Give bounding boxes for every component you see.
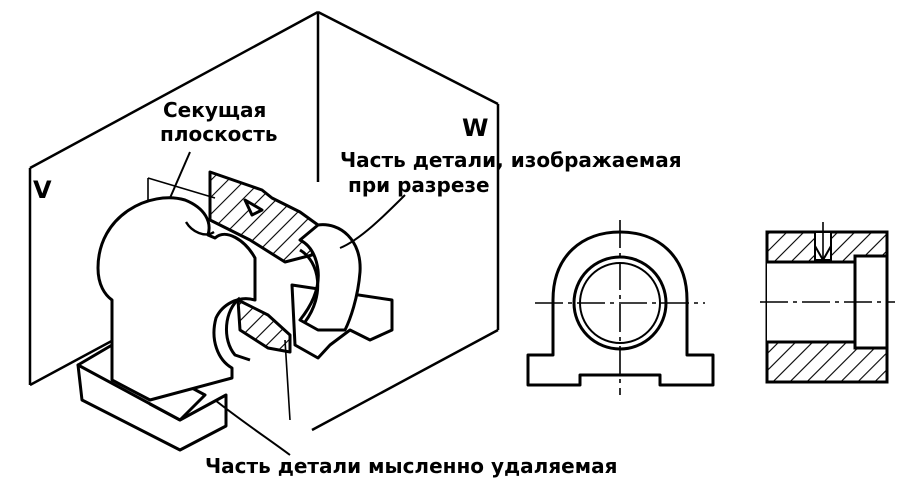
- plane-v-top-edge: [29, 10, 319, 170]
- shown-part-label-line2: при разрезе: [348, 173, 490, 197]
- removed-part: [76, 196, 257, 452]
- plane-w-bottom-edge: [311, 328, 499, 432]
- section-view: [760, 222, 895, 384]
- leader-shown-part: [339, 194, 406, 249]
- cutting-plane-label-line2: плоскость: [160, 122, 278, 146]
- plane-w-top-edge: [317, 10, 499, 106]
- front-view: [526, 220, 715, 395]
- plane-v-label: V: [33, 176, 52, 204]
- removed-part-notch: [184, 221, 215, 236]
- shown-part-lower-section: [236, 298, 292, 354]
- shown-part-upper-section: [208, 170, 320, 264]
- removed-part-arch: [96, 196, 257, 402]
- shown-part-label-line1: Часть детали, изображаемая: [340, 148, 682, 172]
- leader-cutting-plane: [169, 151, 191, 199]
- leader-removed-part: [214, 399, 291, 456]
- shown-part: [208, 170, 394, 360]
- removed-part-bore: [224, 296, 251, 362]
- leader-lines: [169, 151, 406, 456]
- cutting-plane-label-line1: Секущая: [163, 98, 267, 122]
- shown-part-oil-hole: [243, 198, 264, 217]
- projection-planes: [28, 10, 500, 432]
- shown-part-bore: [299, 248, 320, 323]
- front-view-outline: [526, 230, 715, 387]
- removed-part-label: Часть детали мысленно удаляемая: [205, 454, 618, 478]
- plane-w-label: W: [462, 114, 489, 142]
